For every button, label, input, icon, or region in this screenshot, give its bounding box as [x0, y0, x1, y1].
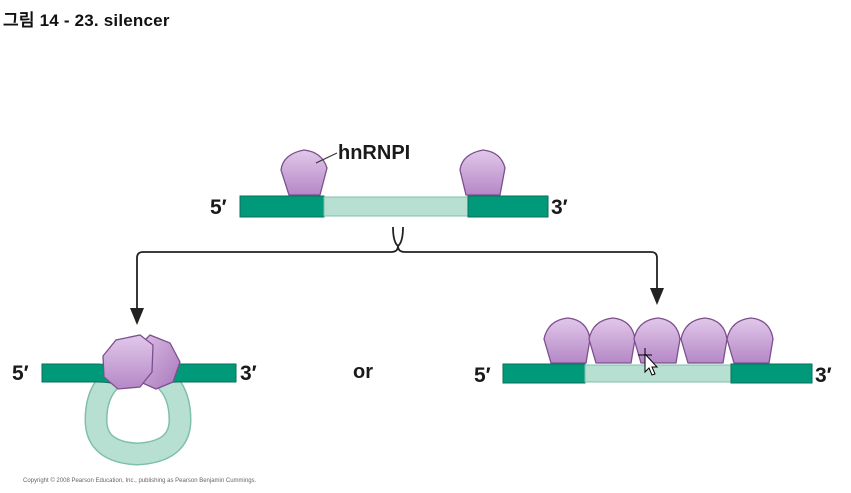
top-five-prime-label: 5′	[210, 196, 227, 219]
branch-connector	[136, 245, 658, 310]
hnrnpi-protein-coat-1	[543, 317, 591, 364]
hnrnpi-protein-coat-3	[633, 317, 681, 364]
hnrnpi-protein-top-left	[280, 149, 328, 196]
right-three-prime-label: 3′	[815, 364, 832, 387]
hnrnpi-leader-line	[315, 152, 338, 164]
right-five-prime-label: 5′	[474, 364, 491, 387]
right-arrowhead	[650, 288, 664, 305]
hnrnpi-protein-coat-2	[588, 317, 636, 364]
or-label: or	[353, 361, 373, 383]
right-exon-right	[730, 363, 813, 384]
mouse-cursor-icon	[638, 348, 659, 376]
coated-rna-strand	[502, 363, 813, 384]
hnrnpi-protein-top-right	[459, 149, 506, 196]
top-three-prime-label: 3′	[551, 196, 568, 219]
left-three-prime-label: 3′	[240, 362, 257, 385]
hnrnpi-protein-coat-4	[680, 317, 728, 364]
left-arrowhead	[130, 308, 144, 325]
branch-arrows	[136, 226, 658, 310]
looped-rna	[41, 363, 237, 466]
left-five-prime-label: 5′	[12, 362, 29, 385]
top-intron	[323, 196, 469, 217]
copyright-text: Copyright © 2008 Pearson Education, Inc.…	[23, 477, 257, 484]
coating-proteins	[543, 317, 774, 364]
figure-title: 그림 14 - 23. silencer	[3, 11, 170, 30]
top-exon-left	[239, 195, 325, 218]
right-intron	[584, 364, 732, 383]
right-exon-left	[502, 363, 586, 384]
hnrnpi-protein-dimer-left	[102, 334, 154, 390]
hnrnpi-label: hnRNPI	[338, 142, 410, 164]
top-rna-strand	[239, 195, 549, 218]
top-exon-right	[467, 195, 549, 218]
brace	[392, 226, 404, 248]
hnrnpi-protein-coat-5	[726, 317, 774, 364]
